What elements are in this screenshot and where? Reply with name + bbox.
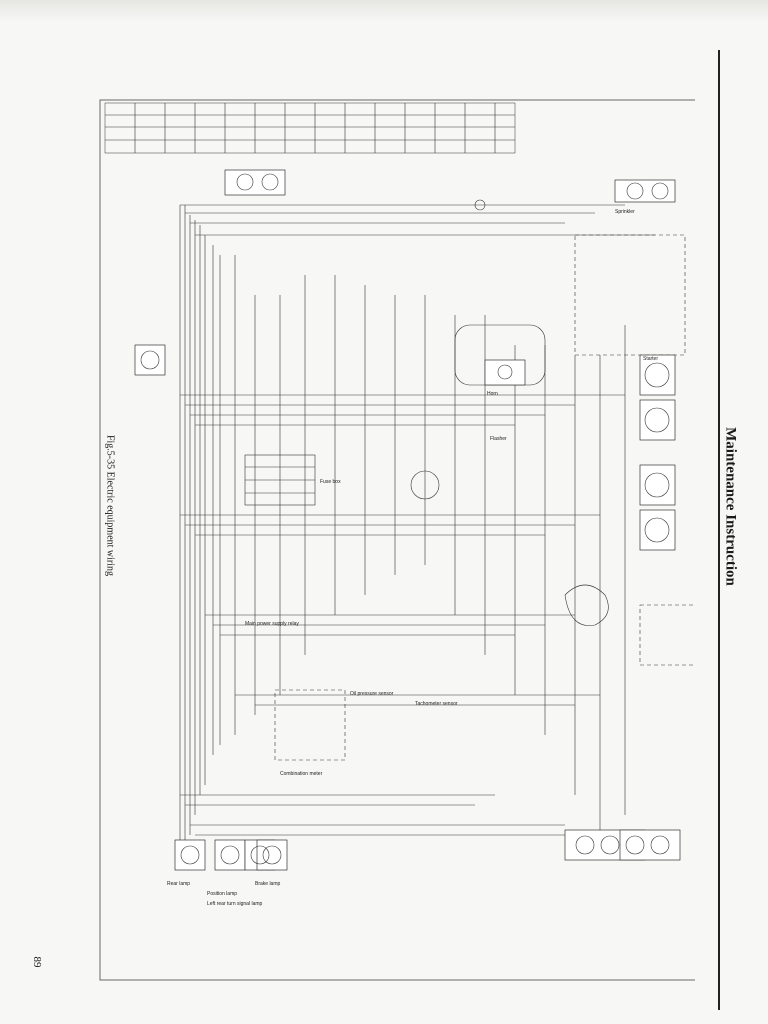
tachometer-sensor-label: Tachometer sensor [415,701,458,707]
rear-lamp-label: Rear lamp [167,881,190,887]
scan-edge [0,0,768,22]
page-number: 89 [31,956,43,968]
wiring-diagram: Starter Fuse box Rear lamp Position lamp… [95,95,695,995]
sprinkler-label: Sprinkler [615,209,635,215]
fuse-box-label: Fuse box [320,479,341,485]
page-header-title: Maintenance Instruction [722,427,739,586]
oil-pressure-sensor-label: Oil pressure sensor [350,691,394,697]
main-power-relay-label: Main power supply relay [245,621,299,627]
horn-label: Horn [487,391,498,397]
starter-label: Starter [643,356,658,362]
combination-meter-label: Combination meter [280,771,323,777]
margin-rule [718,50,720,1010]
left-rear-turn-signal-label: Left rear turn signal lamp [207,901,263,907]
flasher-label: Flasher [490,436,507,442]
brake-lamp-label: Brake lamp [255,881,281,887]
position-lamp-label: Position lamp [207,891,237,897]
